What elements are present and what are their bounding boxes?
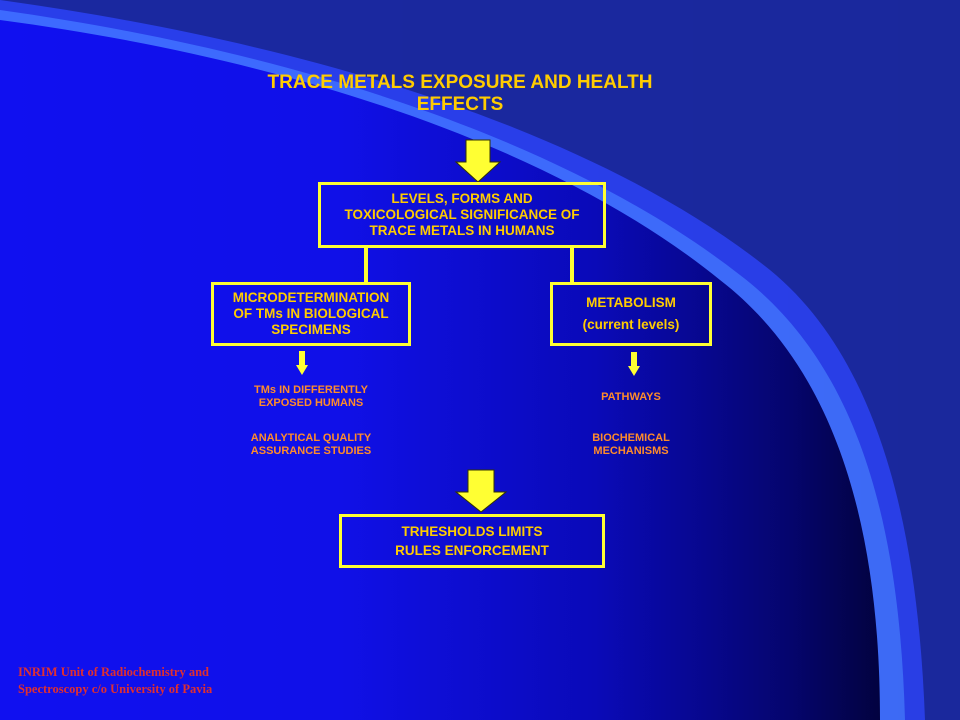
label-line: PATHWAYS [601, 391, 661, 403]
levels-forms-line-1: LEVELS, FORMS AND [391, 191, 533, 206]
footer-line-2: Spectroscopy c/o University of Pavia [18, 682, 213, 696]
label-line: ANALYTICAL QUALITY [250, 432, 372, 444]
levels-forms-line-3: TRACE METALS IN HUMANS [369, 223, 555, 238]
microdetermination-line-3: SPECIMENS [271, 322, 351, 337]
down-arrow-icon [454, 469, 508, 513]
thresholds-box: TRHESHOLDS LIMITS RULES ENFORCEMENT [339, 514, 605, 568]
label-line: EXPOSED HUMANS [258, 397, 364, 409]
small-down-arrow-icon [296, 351, 308, 375]
connector-left [364, 248, 368, 282]
microdetermination-line-1: MICRODETERMINATION [232, 290, 390, 305]
small-down-arrow-icon [628, 352, 640, 376]
biochemical-mechanisms-label: BIOCHEMICAL MECHANISMS [550, 432, 712, 458]
analytical-quality-label: ANALYTICAL QUALITY ASSURANCE STUDIES [211, 432, 411, 458]
label-line: TMs IN DIFFERENTLY [254, 384, 368, 396]
label-line: ASSURANCE STUDIES [250, 445, 372, 457]
pathways-label: PATHWAYS [550, 391, 712, 404]
label-line: MECHANISMS [593, 445, 669, 457]
levels-forms-box: LEVELS, FORMS AND TOXICOLOGICAL SIGNIFIC… [318, 182, 606, 248]
metabolism-line-2: (current levels) [582, 317, 680, 332]
title-line-2: EFFECTS [416, 94, 504, 115]
thresholds-line-1: TRHESHOLDS LIMITS [401, 523, 543, 539]
footer-line-1: INRIM Unit of Radiochemistry and [18, 665, 209, 679]
levels-forms-line-2: TOXICOLOGICAL SIGNIFICANCE OF [344, 207, 580, 222]
metabolism-box: METABOLISM (current levels) [550, 282, 712, 346]
label-line: BIOCHEMICAL [592, 432, 670, 444]
microdetermination-box: MICRODETERMINATION OF TMs IN BIOLOGICAL … [211, 282, 411, 346]
slide-title: TRACE METALS EXPOSURE AND HEALTH EFFECTS [200, 72, 720, 116]
microdetermination-line-2: OF TMs IN BIOLOGICAL [233, 306, 389, 321]
down-arrow-icon [454, 139, 502, 183]
thresholds-line-2: RULES ENFORCEMENT [395, 542, 549, 558]
connector-right [570, 248, 574, 282]
metabolism-line-1: METABOLISM [586, 295, 676, 310]
title-line-1: TRACE METALS EXPOSURE AND HEALTH [267, 72, 653, 93]
footer-credit: INRIM Unit of Radiochemistry and Spectro… [18, 664, 212, 698]
tms-exposed-humans-label: TMs IN DIFFERENTLY EXPOSED HUMANS [211, 384, 411, 410]
